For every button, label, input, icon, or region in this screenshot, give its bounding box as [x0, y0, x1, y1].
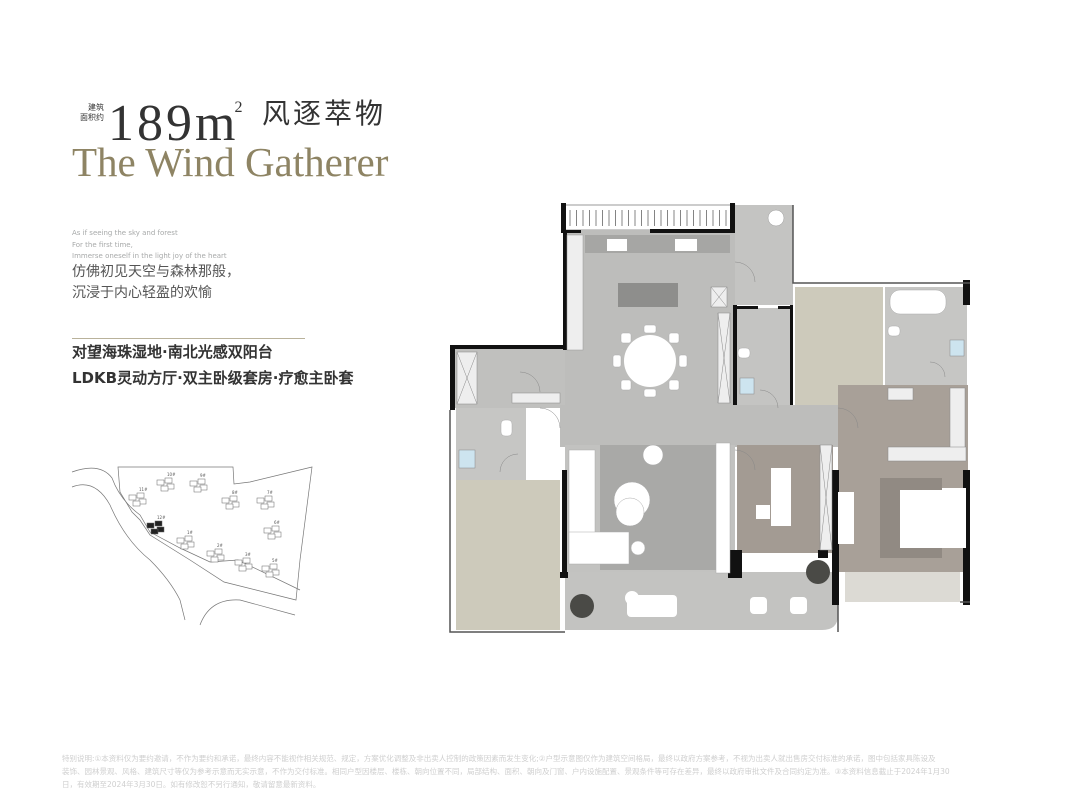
dining-table [624, 335, 676, 387]
side-table [625, 591, 639, 605]
site-building-label: 10# [167, 472, 176, 477]
disclaimer-line: 日，有效期至2024年3月30日。如有修改恕不另行通知，敬请留意最新资料。 [62, 780, 321, 789]
walls [450, 203, 970, 605]
area-unit: m [195, 95, 239, 152]
divider [72, 338, 305, 339]
site-building: 7# [256, 490, 275, 510]
site-buildings: 11# 10# 9# 8# 7# 6# 12# 1# 2# 3# 5# [128, 472, 282, 578]
bench [838, 492, 854, 544]
river-line [71, 484, 186, 621]
kitchen-island [618, 283, 678, 307]
site-building-label: 6# [274, 520, 281, 525]
top-balcony [564, 204, 736, 231]
bed-frame [900, 490, 966, 548]
site-building-label: 11# [139, 487, 148, 492]
sink-icon [607, 239, 627, 251]
dining-chairs [612, 324, 688, 398]
site-building: 12# [146, 515, 166, 535]
feature-line: LDKB灵动方厅·双主卧级套房·疗愈主卧套 [72, 369, 354, 387]
floor-plan [449, 203, 970, 633]
door-swings [499, 261, 946, 473]
site-building-label: 12# [157, 515, 166, 520]
washer [767, 209, 785, 227]
site-building: 3# [234, 552, 253, 572]
left-bath-floor [456, 408, 526, 480]
site-map [71, 466, 313, 626]
site-building-label: 2# [217, 543, 224, 548]
armchair [790, 597, 807, 614]
unit-name-en: The Wind Gatherer [72, 139, 389, 185]
site-building: 11# [128, 487, 148, 507]
outer-outline [449, 205, 970, 633]
area-value: 189m2 [108, 78, 245, 154]
cabinets [456, 286, 967, 551]
intro-cn: 仿佛初见天空与森林那般， 沉浸于内心轻盈的欢愉 [72, 262, 240, 304]
feature-line: 对望海珠湿地·南北光感双阳台 [72, 343, 273, 361]
master-balcony-floor [845, 572, 960, 602]
study-desk [771, 468, 791, 526]
intro-en-line: For the first time, [72, 240, 133, 249]
area-label-line2: 面积约 [80, 113, 104, 122]
site-building: 9# [189, 473, 208, 493]
site-building: 5# [261, 558, 280, 578]
road-curve [199, 599, 296, 626]
toilets [500, 325, 901, 437]
intro-en: As if seeing the sky and forest For the … [72, 228, 227, 263]
site-building-label: 5# [272, 558, 279, 563]
plant-icon [806, 560, 830, 584]
intro-cn-line: 仿佛初见天空与森林那般， [72, 264, 240, 280]
area-label-line1: 建筑 [88, 103, 104, 112]
stove-icon [675, 239, 697, 251]
site-building: 2# [206, 543, 225, 563]
road-line [71, 467, 301, 591]
laundry-floor [735, 205, 793, 305]
living-furniture [568, 444, 664, 565]
intro-en-line: Immerse oneself in the light joy of the … [72, 252, 227, 260]
fridge-cabinet [566, 234, 584, 351]
unit-name-cn: 风逐萃物 [262, 97, 387, 130]
site-building-label: 8# [232, 490, 239, 495]
study-chair [756, 505, 770, 519]
area-label: 建筑 面积约 [70, 103, 104, 123]
bathtub [889, 289, 947, 315]
basins [458, 339, 965, 469]
disclaimer-line: 特别说明:①本资料仅为要约邀请，不作为要约和承诺，最终内容不能视作相关规范、规定… [62, 754, 936, 763]
site-boundary [117, 466, 313, 601]
area-unit-sup: 2 [234, 99, 246, 116]
corridor-floor [560, 405, 840, 447]
left-bedroom-floor [456, 480, 560, 630]
site-building: 10# [156, 472, 176, 492]
area-number: 189 [108, 95, 195, 152]
site-building-label: 9# [200, 473, 207, 478]
intro-cn-line: 沉浸于内心轻盈的欢愉 [72, 285, 212, 301]
site-building: 1# [176, 530, 195, 550]
armchair [750, 597, 767, 614]
disclaimer: 特别说明:①本资料仅为要约邀请，不作为要约和承诺，最终内容不能视作相关规范、规定… [62, 752, 1047, 791]
site-building-label: 1# [187, 530, 194, 535]
site-building: 6# [263, 520, 282, 540]
lounge-sofa [627, 595, 677, 617]
plant-icon [570, 594, 594, 618]
site-building: 8# [221, 490, 240, 510]
kitchen-counter [585, 235, 730, 253]
intro-en-line: As if seeing the sky and forest [72, 229, 178, 237]
site-building-label: 3# [245, 552, 252, 557]
disclaimer-line: 装饰、园林景观、风格、建筑尺寸等仅为参考示意而无实示意，不作为交付标准。相同户型… [62, 767, 950, 776]
site-building-label: 7# [267, 490, 274, 495]
balcony-railing [569, 210, 727, 226]
tv-wall [715, 442, 731, 574]
